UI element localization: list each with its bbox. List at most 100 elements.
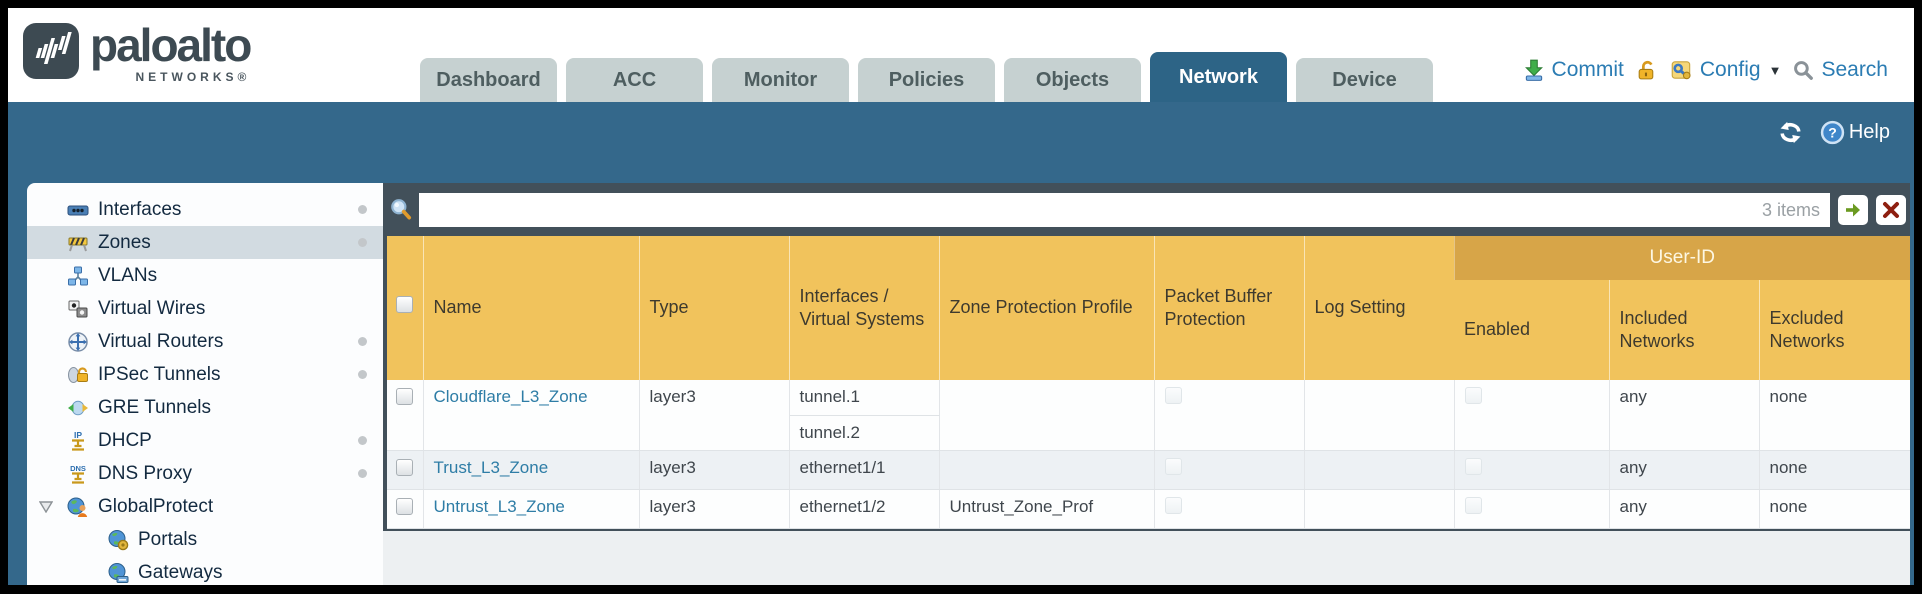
col-header-log-setting[interactable]: Log Setting [1303,236,1454,380]
sidebar-item-interfaces[interactable]: Interfaces [27,193,383,226]
tab-monitor[interactable]: Monitor [712,58,849,102]
sidebar-item-vlans[interactable]: VLANs [27,259,383,292]
filter-input[interactable] [419,193,1830,227]
commit-button[interactable]: Commit [1522,58,1624,82]
col-header-packet-buffer-protection[interactable]: Packet Buffer Protection [1153,236,1304,380]
tab-objects[interactable]: Objects [1004,58,1141,102]
col-group-user-id: User-ID [1453,236,1910,280]
zone-type: layer3 [639,380,790,451]
col-header-interfaces[interactable]: Interfaces / Virtual Systems [788,236,939,380]
svg-text:IP: IP [74,430,82,440]
sidebar-item-virtual-wires[interactable]: Virtual Wires [27,292,383,325]
col-header-enabled[interactable]: Enabled [1454,280,1609,380]
tab-device[interactable]: Device [1296,58,1433,102]
zone-protection-profile: Untrust_Zone_Prof [939,489,1155,529]
table-row: Trust_L3_Zone layer3 ethernet1/1 any non… [387,450,1910,490]
clear-filter-button[interactable] [1876,195,1906,225]
sidebar-item-virtual-routers[interactable]: Virtual Routers [27,325,383,358]
log-setting [1304,380,1455,451]
sidebar-item-dhcp[interactable]: IP DHCP [27,424,383,457]
user-id-enabled-checkbox[interactable] [1464,387,1482,404]
row-checkbox[interactable] [396,458,414,476]
zone-interface: tunnel.1 [789,380,940,416]
sidebar-item-dns-proxy[interactable]: DNS DNS Proxy [27,457,383,490]
config-menu[interactable]: Config ▼ [1669,58,1782,82]
col-header-name[interactable]: Name [422,236,639,380]
status-dot [358,205,367,214]
zone-name-link[interactable]: Cloudflare_L3_Zone [433,387,588,406]
excluded-networks: none [1759,450,1910,490]
refresh-icon[interactable] [1777,121,1804,144]
gateways-icon [107,562,129,584]
search-button[interactable]: Search [1792,58,1888,82]
excluded-networks: none [1759,489,1910,529]
packet-buffer-protection-checkbox[interactable] [1164,387,1182,404]
col-header-included-networks[interactable]: Included Networks [1608,280,1759,380]
tab-acc[interactable]: ACC [566,58,703,102]
sidebar-item-gateways[interactable]: Gateways [27,556,383,585]
status-dot [358,469,367,478]
zones-table: Name Type Interfaces / Virtual Systems Z… [387,236,1910,529]
status-dot [358,238,367,247]
gre-tunnels-icon [67,397,89,419]
select-all-header [387,236,423,380]
commit-icon [1524,59,1543,81]
sidebar-item-portals[interactable]: Portals [27,523,383,556]
excluded-networks: none [1759,380,1910,451]
globalprotect-icon [67,496,89,518]
packet-buffer-protection-checkbox[interactable] [1164,496,1182,514]
dhcp-icon: IP [67,430,89,452]
zone-name-link[interactable]: Untrust_L3_Zone [433,496,565,516]
user-id-enabled-checkbox[interactable] [1464,457,1482,475]
row-checkbox[interactable] [396,388,414,405]
apply-filter-button[interactable] [1838,195,1868,225]
packet-buffer-protection-checkbox[interactable] [1164,457,1182,475]
table-row: tunnel.2 [387,415,1910,451]
col-header-excluded-networks[interactable]: Excluded Networks [1758,280,1910,380]
app-window: paloalto NETWORKS® Dashboard ACC Monitor… [8,8,1914,585]
sidebar-item-globalprotect[interactable]: GlobalProtect [27,490,383,523]
help-button[interactable]: ? Help [1820,120,1890,145]
top-bar: paloalto NETWORKS® Dashboard ACC Monitor… [8,8,1914,102]
zone-interface: ethernet1/1 [789,450,940,490]
zone-type: layer3 [639,489,790,529]
vlans-icon [67,265,89,287]
log-setting [1304,489,1455,529]
zones-icon [67,232,89,254]
search-icon [1794,60,1814,80]
dns-proxy-icon: DNS [67,463,89,485]
select-all-checkbox[interactable] [396,296,414,314]
sidebar-item-zones[interactable]: Zones [27,226,383,259]
col-header-zone-protection-profile[interactable]: Zone Protection Profile [938,236,1154,380]
tab-dashboard[interactable]: Dashboard [420,58,557,102]
sidebar-item-ipsec-tunnels[interactable]: IPSec Tunnels [27,358,383,391]
svg-text:?: ? [1828,125,1837,141]
zone-interface: ethernet1/2 [789,489,940,529]
row-checkbox[interactable] [396,497,414,515]
tab-policies[interactable]: Policies [858,58,995,102]
paloalto-logo-icon [23,23,79,79]
lock-icon[interactable] [1635,59,1658,82]
expand-arrow-icon[interactable] [39,500,53,513]
content-pane: 3 items [383,183,1910,585]
filter-search-icon [391,199,412,220]
zone-interface: tunnel.2 [789,415,940,451]
help-icon: ? [1820,120,1845,145]
zone-name-link[interactable]: Trust_L3_Zone [433,457,549,477]
config-icon [1671,61,1691,80]
user-id-enabled-checkbox[interactable] [1464,496,1482,514]
sidebar-item-gre-tunnels[interactable]: GRE Tunnels [27,391,383,424]
col-header-type[interactable]: Type [638,236,789,380]
brand-subtitle: NETWORKS® [135,70,251,84]
paloalto-logo: paloalto NETWORKS® [22,22,252,84]
virtual-wires-icon [67,298,89,320]
status-dot [358,337,367,346]
zones-panel: 3 items [383,183,1910,531]
chevron-down-icon: ▼ [1768,62,1782,78]
included-networks: any [1609,380,1760,451]
tab-network[interactable]: Network [1150,52,1287,102]
zone-protection-profile [939,380,1155,451]
zone-protection-profile [939,450,1155,490]
ipsec-tunnels-icon [67,364,89,386]
